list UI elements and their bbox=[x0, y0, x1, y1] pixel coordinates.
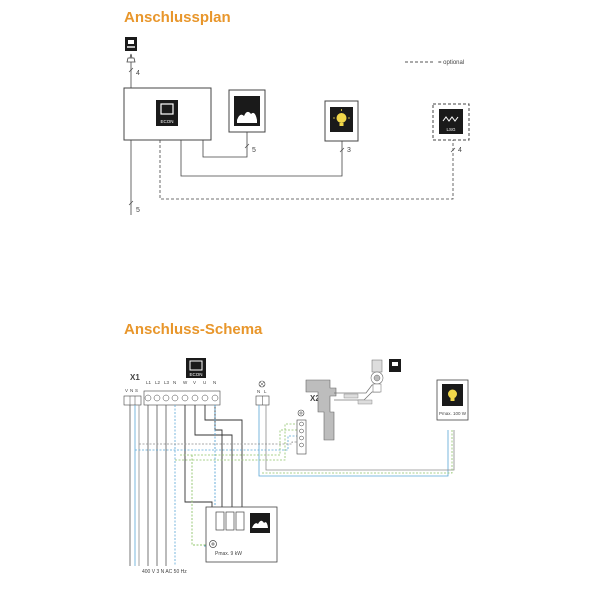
terminal-block-sensor bbox=[296, 419, 307, 455]
schema-light-bulb-icon bbox=[442, 384, 463, 406]
schema-title: Anschluss-Schema bbox=[124, 321, 263, 338]
schema-sensor-icon bbox=[389, 359, 401, 372]
cable-gland-icon bbox=[126, 53, 136, 63]
wire-heater bbox=[202, 132, 248, 158]
wire-num-bottom: 5 bbox=[136, 207, 140, 214]
light-bulb-icon bbox=[330, 107, 353, 132]
terminal-block-b bbox=[143, 390, 221, 406]
wire-lsg-optional bbox=[159, 140, 454, 200]
terminal-label-s: S bbox=[135, 388, 138, 393]
light-wires bbox=[258, 405, 455, 477]
wire-num-top: 4 bbox=[136, 70, 140, 77]
schema-heater-stones-icon bbox=[250, 513, 270, 533]
legend-label: = optional bbox=[438, 60, 464, 66]
sensor-icon bbox=[125, 37, 137, 51]
lsg-icon: LSG bbox=[439, 109, 463, 134]
heating-element-icon bbox=[215, 511, 245, 531]
econ-label: ECON bbox=[160, 119, 173, 124]
lamp-symbol-icon bbox=[258, 380, 266, 388]
lsg-label: LSG bbox=[446, 127, 456, 132]
terminal-label-l-light: L bbox=[264, 389, 267, 394]
heater-stones-icon bbox=[234, 96, 260, 126]
supply-wires bbox=[129, 405, 176, 566]
terminal-label-v: V bbox=[125, 388, 128, 393]
sensor-cable-tag-1 bbox=[343, 393, 359, 399]
terminal-label-n-c: N bbox=[213, 380, 216, 385]
terminal-label-v-b: V bbox=[193, 380, 196, 385]
terminal-label-n-light: N bbox=[257, 389, 260, 394]
sensor-wires bbox=[135, 423, 298, 461]
light-power-label: Pmax. 100 W bbox=[439, 411, 467, 416]
heater-power-label: Pmax. 9 kW bbox=[215, 551, 242, 557]
terminal-block-a bbox=[123, 395, 142, 406]
econ-control-icon: ECON bbox=[186, 358, 206, 378]
plan-diagram: = optional 4 ECON bbox=[123, 37, 470, 215]
terminal-label-l1: L1 bbox=[146, 380, 152, 385]
wire-num-light: 3 bbox=[347, 147, 351, 154]
temperature-sensor-icon bbox=[370, 359, 384, 393]
schema-diagram: ECON X1 V N S L1 L2 L3 N W V U N bbox=[123, 358, 469, 575]
econ-display-icon: ECON bbox=[156, 100, 178, 126]
schema-econ-label: ECON bbox=[189, 372, 202, 377]
terminal-label-w: W bbox=[183, 380, 188, 385]
sensor-cable-tag-2 bbox=[357, 399, 373, 405]
wire-num-lsg: 4 bbox=[458, 147, 462, 154]
x1-label: X1 bbox=[130, 373, 140, 382]
earth-icon bbox=[209, 540, 217, 548]
terminal-label-n-b: N bbox=[173, 380, 176, 385]
schema-earth-icon bbox=[297, 409, 305, 417]
sensor-bracket-icon bbox=[305, 379, 337, 441]
wire-light bbox=[180, 140, 343, 177]
x2-label: X2 bbox=[310, 394, 320, 403]
supply-label: 400 V 3 N AC 50 Hz bbox=[142, 569, 187, 575]
wire-num-heater: 5 bbox=[252, 147, 256, 154]
plan-title: Anschlussplan bbox=[124, 9, 231, 26]
terminal-label-l3: L3 bbox=[164, 380, 170, 385]
terminal-label-l2: L2 bbox=[155, 380, 161, 385]
terminal-label-n-a: N bbox=[130, 388, 133, 393]
terminal-label-u: U bbox=[203, 380, 206, 385]
